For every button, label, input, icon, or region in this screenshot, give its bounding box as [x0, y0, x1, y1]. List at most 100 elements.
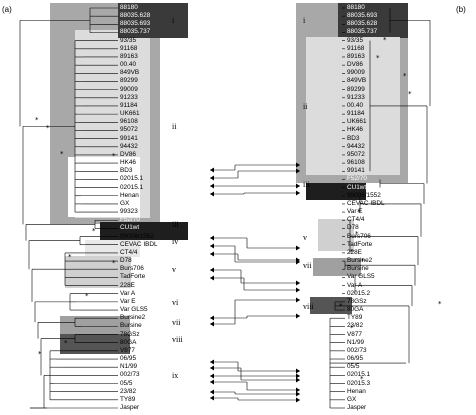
arrowhead-left: [210, 251, 214, 257]
strain-label: 002/73: [120, 371, 140, 379]
strain-label: 228E: [120, 281, 135, 289]
cluster-label: ix: [172, 371, 179, 381]
strain-label: Var A: [120, 289, 136, 297]
tree-a-white-subgroup: [68, 157, 140, 217]
strain-label: CEVAC IBDL: [347, 199, 385, 207]
strain-label: Henan: [120, 191, 139, 199]
tree-b-cluster-iii-shade: [306, 183, 366, 200]
strain-label: 96108: [120, 118, 138, 126]
arrowhead-right: [296, 397, 300, 403]
strain-label: CU1wt: [120, 224, 140, 232]
strain-label: 02015.3: [347, 379, 371, 387]
strain-label: TadForte: [120, 273, 146, 281]
strain-label: 99141: [347, 167, 365, 175]
bootstrap-asterisk: *: [355, 230, 359, 238]
strain-label: 91168: [120, 44, 138, 52]
arrowhead-left: [210, 235, 214, 241]
bootstrap-asterisk: *: [35, 116, 39, 124]
strain-label: 89163: [120, 52, 138, 60]
strain-label: 849VB: [120, 69, 140, 77]
strain-label: 06/95: [347, 355, 363, 363]
strain-label: Henan: [347, 387, 366, 395]
strain-label: 93/35: [347, 36, 363, 44]
cluster-label: iii: [303, 179, 310, 189]
strain-label: 89163: [347, 52, 365, 60]
cluster-label: v: [172, 265, 176, 275]
arrowhead-left: [210, 183, 214, 189]
strain-label: 23/82: [347, 322, 363, 330]
strain-label: 95072: [347, 150, 365, 158]
arrowhead-left: [210, 365, 214, 371]
strain-label: 02015.1: [347, 371, 371, 379]
tree-a-cluster-vii-shade: [60, 316, 130, 336]
strain-label: DV86: [347, 61, 363, 69]
strain-label: 88035.693: [347, 12, 378, 20]
strain-label: CU1wt: [347, 183, 367, 191]
arrowhead-left: [210, 395, 214, 401]
bootstrap-asterisk: *: [350, 324, 354, 332]
strain-label: 002/73: [347, 346, 367, 354]
strain-label: UK661: [347, 118, 367, 126]
strain-label: N1/99: [120, 363, 138, 371]
strain-label: F52/70: [347, 175, 367, 183]
arrowhead-left: [210, 275, 214, 281]
strain-label: HK46: [347, 126, 363, 134]
strain-label: V877: [347, 330, 362, 338]
strain-label: 05/5: [120, 379, 133, 387]
strain-label: 99006/1552: [120, 232, 154, 240]
arrowhead-left: [210, 321, 214, 327]
tree-b-cluster-vii-shade: [313, 258, 361, 276]
strain-label: CT4/4: [120, 248, 138, 256]
strain-label: V877: [120, 346, 135, 354]
strain-label: 88035.737: [347, 28, 378, 36]
strain-label: GX: [120, 199, 130, 207]
bootstrap-asterisk: *: [361, 257, 365, 265]
strain-label: Var GLS5: [347, 273, 375, 281]
strain-label: Burs706: [120, 265, 144, 273]
strain-label: 00.40: [120, 61, 136, 69]
strain-label: 88035.737: [120, 28, 151, 36]
panel-a-label: (a): [2, 5, 12, 14]
strain-label: 94432: [120, 142, 138, 150]
strain-label: D78: [347, 224, 359, 232]
strain-label: Bursine2: [120, 314, 146, 322]
strain-label: 99141: [120, 134, 138, 142]
cluster-label: vii: [172, 318, 181, 328]
strain-label: 89299: [120, 77, 138, 85]
strain-label: DV86: [120, 150, 136, 158]
strain-label: Var E: [120, 297, 136, 305]
strain-label: BD3: [347, 134, 360, 142]
arrowhead-right: [296, 377, 300, 383]
strain-label: Var A: [347, 281, 363, 289]
arrowhead-right: [296, 387, 300, 393]
arrowhead-right: [296, 373, 300, 379]
arrowhead-right: [296, 287, 300, 293]
bootstrap-asterisk: *: [350, 248, 354, 256]
arrowhead-left: [210, 167, 214, 173]
strain-label: 23/82: [120, 387, 136, 395]
strain-label: Burs706: [347, 232, 371, 240]
strain-label: GX: [347, 395, 357, 403]
strain-label: TadForte: [347, 240, 373, 248]
arrowhead-right: [296, 190, 300, 196]
strain-label: 78GSz: [347, 297, 367, 305]
arrowhead-right: [296, 368, 300, 374]
strain-label: 88035.628: [120, 12, 151, 20]
bootstrap-asterisk: *: [357, 208, 361, 216]
cluster-label: vi: [172, 297, 179, 307]
panel-b-label: (b): [456, 5, 466, 14]
tree-b-cluster-v-shade: [318, 219, 354, 251]
strain-label: 88035.693: [120, 20, 151, 28]
strain-label: Bursine2: [347, 257, 373, 265]
strain-label: 06/95: [120, 355, 136, 363]
strain-label: Bursine: [347, 265, 369, 273]
bootstrap-asterisk: *: [112, 152, 116, 160]
strain-label: Bursine: [120, 322, 142, 330]
tree-a-cluster-viii-shade: [60, 334, 130, 354]
strain-label: TY89: [120, 395, 136, 403]
strain-label: 05/5: [347, 363, 360, 371]
strain-label: 88180: [347, 4, 365, 11]
cluster-label: iii: [172, 220, 179, 230]
